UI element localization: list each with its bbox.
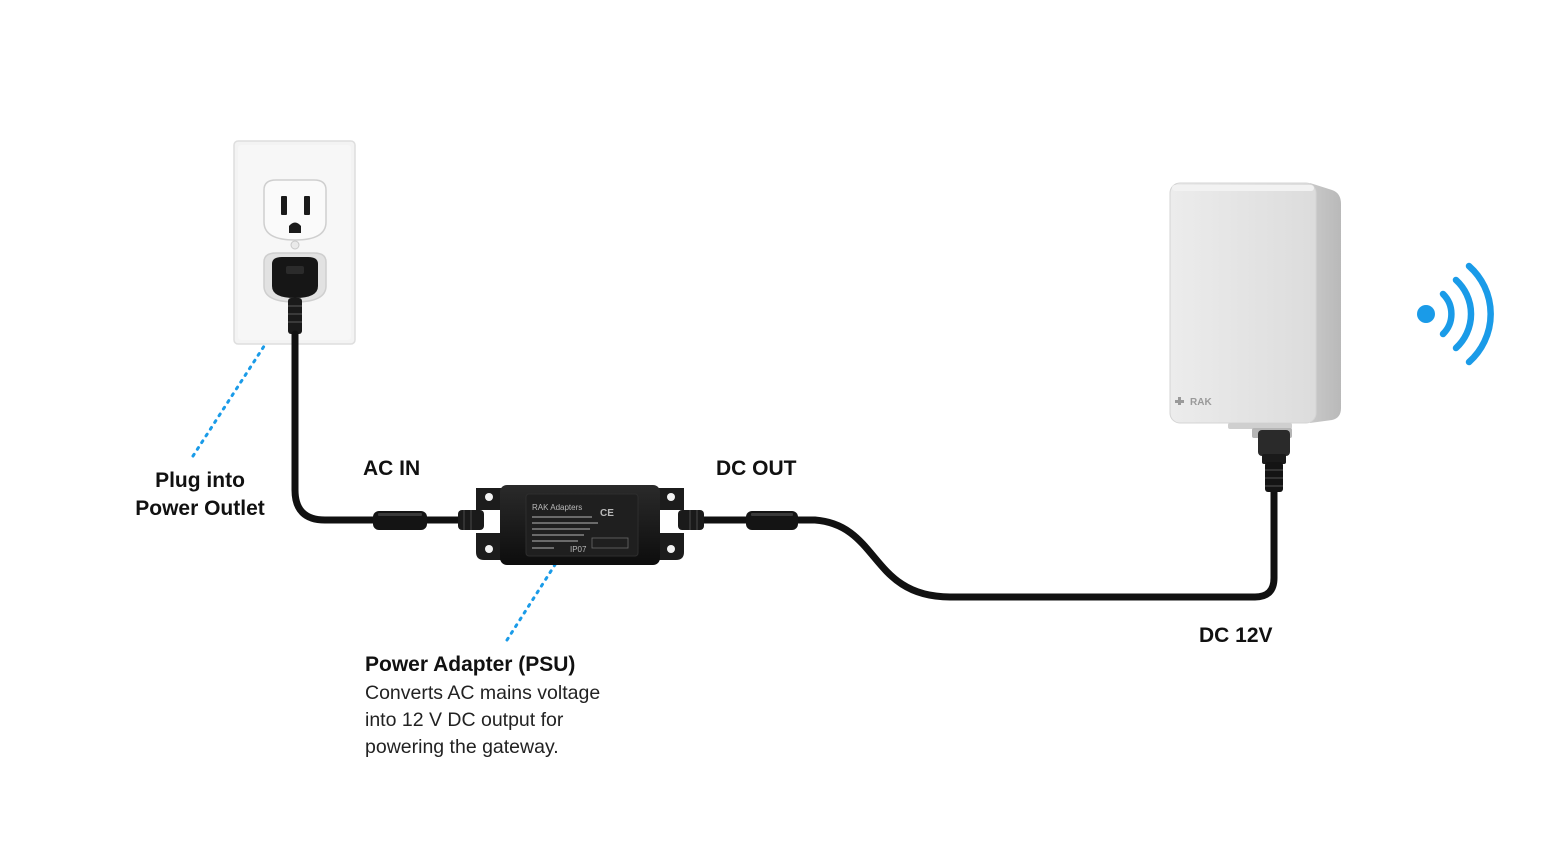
power-adapter-icon: CE RAK Adapters IP07	[458, 485, 704, 565]
psu-description-line-2: into 12 V DC output for	[365, 709, 564, 731]
dc-ferrite-bead	[746, 511, 798, 530]
dc-cable	[792, 486, 1278, 601]
psu-leader-line	[505, 558, 560, 642]
psu-description: Converts AC mains voltage into 12 V DC o…	[365, 680, 665, 761]
ac-in-label: AC IN	[363, 457, 421, 480]
dc-out-label: DC OUT	[716, 457, 797, 480]
ac-ferrite-bead	[373, 511, 427, 530]
outlet-label: Plug into Power Outlet	[118, 467, 282, 523]
psu-brand-text: RAK Adapters	[532, 503, 582, 512]
dc-12v-label: DC 12V	[1199, 624, 1273, 647]
psu-description-line-3: powering the gateway.	[365, 736, 559, 758]
power-outlet-icon	[233, 140, 356, 345]
wireless-signal-icon	[1417, 262, 1494, 366]
psu-description-line-1: Converts AC mains voltage	[365, 682, 601, 704]
psu-code-text: IP07	[570, 545, 587, 554]
outlet-label-line-2: Power Outlet	[135, 497, 265, 520]
outlet-leader-line	[191, 338, 270, 458]
outlet-label-line-1: Plug into	[155, 469, 245, 492]
gateway-brand-text: RAK	[1190, 397, 1212, 408]
gateway-device-icon: RAK	[1169, 182, 1341, 492]
ac-cable	[291, 330, 379, 524]
svg-text:CE: CE	[600, 508, 614, 519]
psu-title: Power Adapter (PSU)	[365, 653, 576, 676]
